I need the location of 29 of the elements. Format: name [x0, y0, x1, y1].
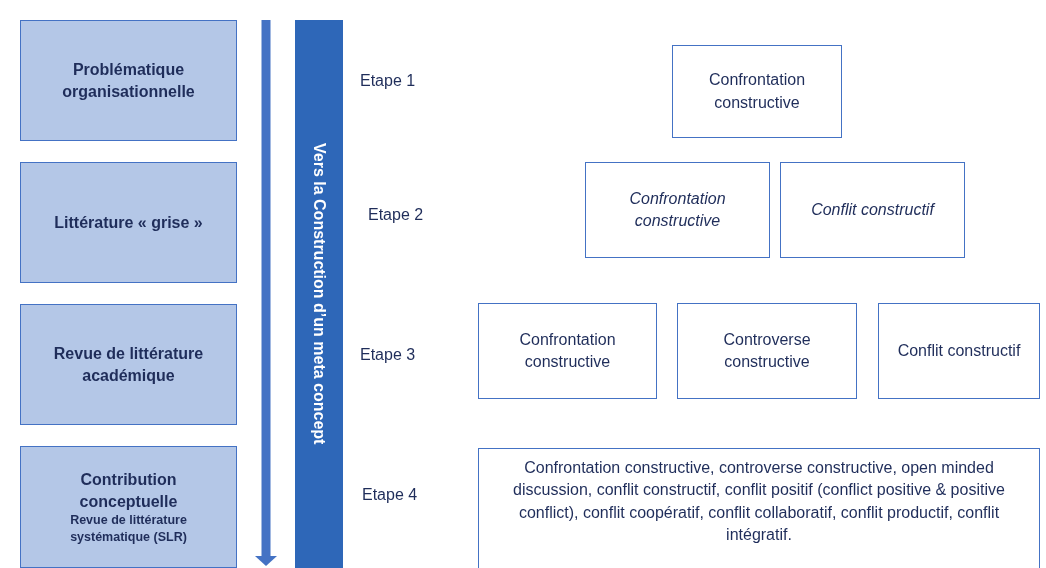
- step-label: Etape 2: [368, 206, 424, 224]
- source-box: [20, 162, 237, 283]
- concept-box: [677, 303, 857, 399]
- box-text: Confrontation constructive: [518, 329, 617, 372]
- step-label: Etape 4: [362, 486, 418, 504]
- source-box: [20, 304, 237, 425]
- source-box: [20, 20, 237, 141]
- step-label: Etape 1: [360, 72, 416, 90]
- box-text: Problématique organisationnelle: [61, 59, 196, 102]
- concept-box: [478, 303, 657, 399]
- concept-box: [585, 162, 770, 258]
- box-text: Confrontation constructive: [707, 70, 807, 113]
- concept-box: [780, 162, 965, 258]
- concept-box: [478, 448, 1040, 568]
- box-text: Revue de littérature académique: [52, 343, 205, 386]
- source-box: [20, 446, 237, 568]
- box-text: Contribution conceptuelle: [78, 470, 179, 512]
- box-text: Vers la Construction d’un meta concept: [310, 143, 328, 445]
- box-text: Confrontation constructive: [628, 188, 727, 231]
- step-label: Etape 3: [360, 346, 416, 364]
- box-text: Controverse constructive: [722, 329, 812, 372]
- concept-box: [672, 45, 842, 138]
- box-text: Conflit constructif: [811, 199, 934, 220]
- box-subtext: Revue de littérature systématique (SLR): [69, 512, 188, 545]
- box-text: Confrontation constructive, controverse constructive, open minded discussion, conflit constructif, conflit positif (conflict positive & positive conflict), conflit coopératif, conflit collaboratif, conflit productif, conflit intégratif.: [512, 457, 1006, 545]
- box-text: Conflit constructif: [897, 340, 1021, 361]
- vertical-banner: [295, 20, 343, 568]
- box-text: Littérature « grise »: [54, 212, 203, 233]
- concept-box: [878, 303, 1040, 399]
